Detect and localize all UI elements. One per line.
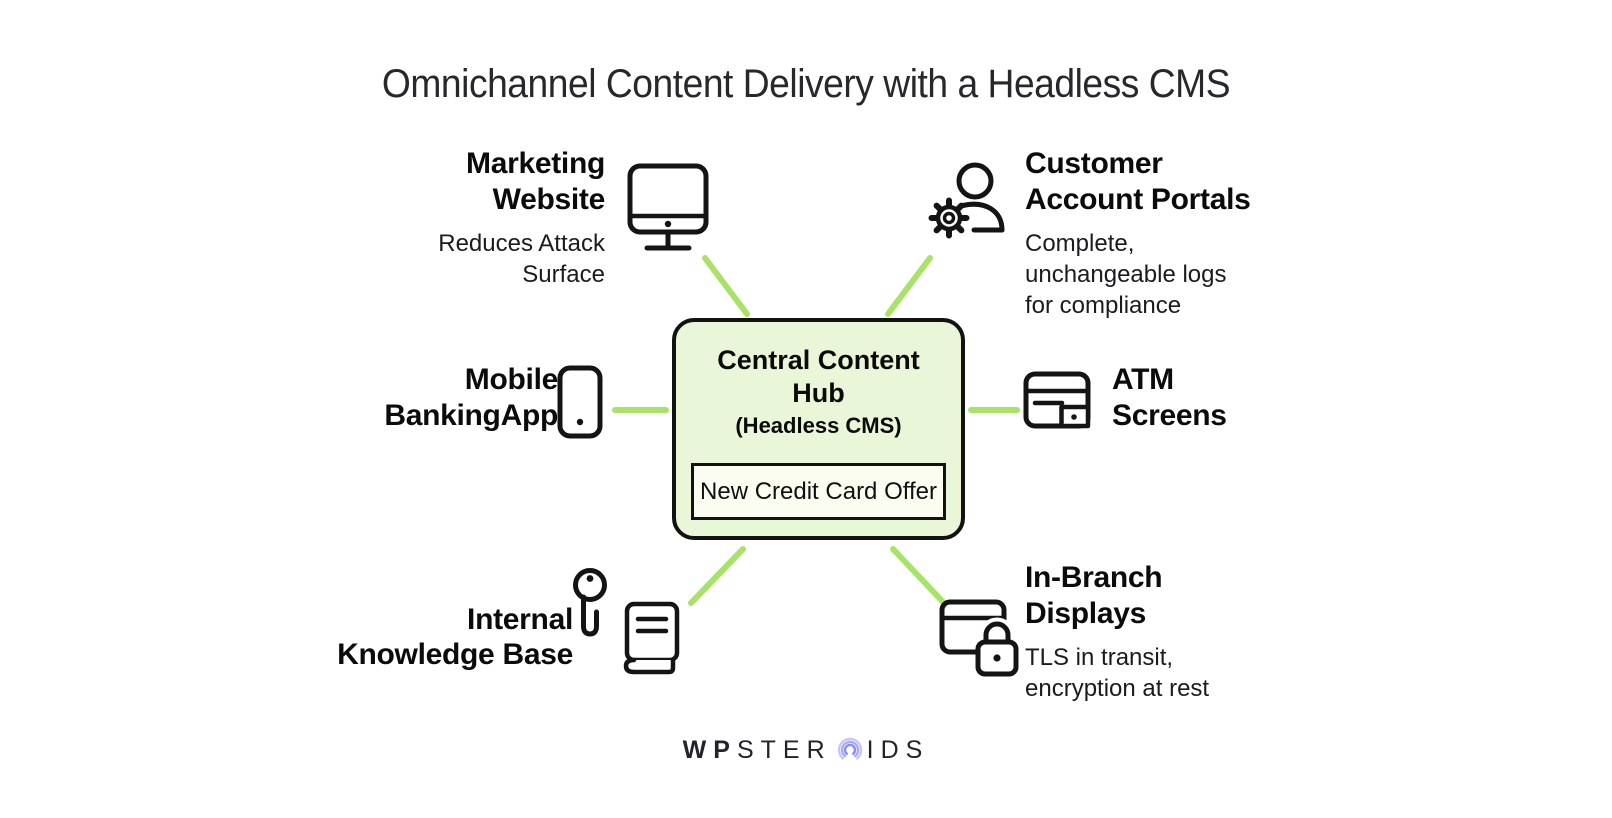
node-title: ATM Screens	[1112, 362, 1372, 434]
desktop-monitor-icon	[627, 163, 709, 251]
book-icon	[623, 601, 680, 675]
node-title-line: Mobile	[464, 363, 559, 396]
node-title-line: Displays	[1025, 597, 1146, 630]
arc-inner	[843, 743, 856, 755]
node-subtitle-line: Reduces Attack	[438, 230, 605, 257]
node-subtitle: Reduces Attack Surface	[305, 228, 605, 290]
diagram-title: Omnichannel Content Delivery with a Head…	[381, 62, 1231, 106]
node-title: Marketing Website	[305, 146, 605, 218]
node-title-line: Knowledge Base	[337, 638, 573, 671]
node-title-line: ATM	[1112, 363, 1174, 396]
node-atm-screens: ATM Screens	[1112, 362, 1372, 434]
node-knowledge-base: Internal Knowledge Base	[253, 602, 573, 672]
payment-card-icon	[1023, 371, 1091, 429]
node-title-line: In-Branch	[1025, 561, 1163, 594]
logo-text-bold: WP	[682, 736, 737, 764]
node-title: Mobile BankingApp	[258, 362, 558, 434]
logo-text-light: STER	[736, 736, 832, 764]
hub-subtitle: (Headless CMS)	[735, 413, 902, 438]
node-subtitle-line: TLS in transit,	[1025, 644, 1174, 671]
node-mobile-banking: Mobile BankingApp	[258, 362, 558, 434]
user-gear-icon	[928, 162, 1005, 239]
node-in-branch-displays: In-Branch Displays TLS in transit, encry…	[1025, 560, 1345, 704]
node-title: Internal Knowledge Base	[253, 602, 573, 672]
smartphone-icon	[557, 365, 603, 439]
node-subtitle-line: Surface	[522, 261, 605, 288]
hub-title-line2: Hub	[792, 378, 845, 408]
hub-title: Central Content Hub	[676, 344, 961, 410]
node-title: In-Branch Displays	[1025, 560, 1345, 632]
node-subtitle-line: unchangeable logs	[1025, 261, 1227, 288]
connector-top-left	[702, 255, 750, 317]
connector-bottom-left	[688, 546, 746, 606]
node-title: Customer Account Portals	[1025, 146, 1345, 218]
node-subtitle-line: encryption at rest	[1025, 675, 1210, 702]
node-title-line: Customer	[1025, 147, 1163, 180]
node-title-line: Account Portals	[1025, 183, 1251, 216]
node-subtitle: TLS in transit, encryption at rest	[1025, 642, 1345, 704]
node-subtitle-line: for compliance	[1025, 292, 1182, 319]
central-hub-node: Central Content Hub (Headless CMS) New C…	[672, 318, 965, 540]
logo-text-light: IDS	[866, 736, 930, 764]
node-customer-portals: Customer Account Portals Complete, uncha…	[1025, 146, 1345, 321]
node-marketing-website: Marketing Website Reduces Attack Surface	[305, 146, 605, 290]
node-subtitle: Complete, unchangeable logs for complian…	[1025, 228, 1345, 321]
node-title-line: Internal	[467, 603, 573, 636]
node-title-line: Website	[492, 183, 606, 216]
hub-content-card: New Credit Card Offer	[691, 463, 946, 520]
connector-bottom-right	[890, 546, 947, 606]
arc-middle	[840, 740, 859, 758]
hub-title-line1: Central Content	[717, 345, 920, 375]
concentric-arcs-o-icon	[837, 737, 862, 760]
node-title-line: BankingApp	[384, 399, 558, 432]
key-icon	[573, 568, 607, 637]
node-title-line: Screens	[1112, 399, 1227, 432]
node-title-line: Marketing	[466, 147, 605, 180]
node-subtitle-line: Complete,	[1025, 230, 1135, 257]
connector-top-right	[885, 255, 933, 317]
arc-outer	[837, 737, 862, 760]
display-lock-icon	[939, 599, 1019, 677]
wpsteroids-logo: WPSTER IDS	[0, 736, 1612, 765]
